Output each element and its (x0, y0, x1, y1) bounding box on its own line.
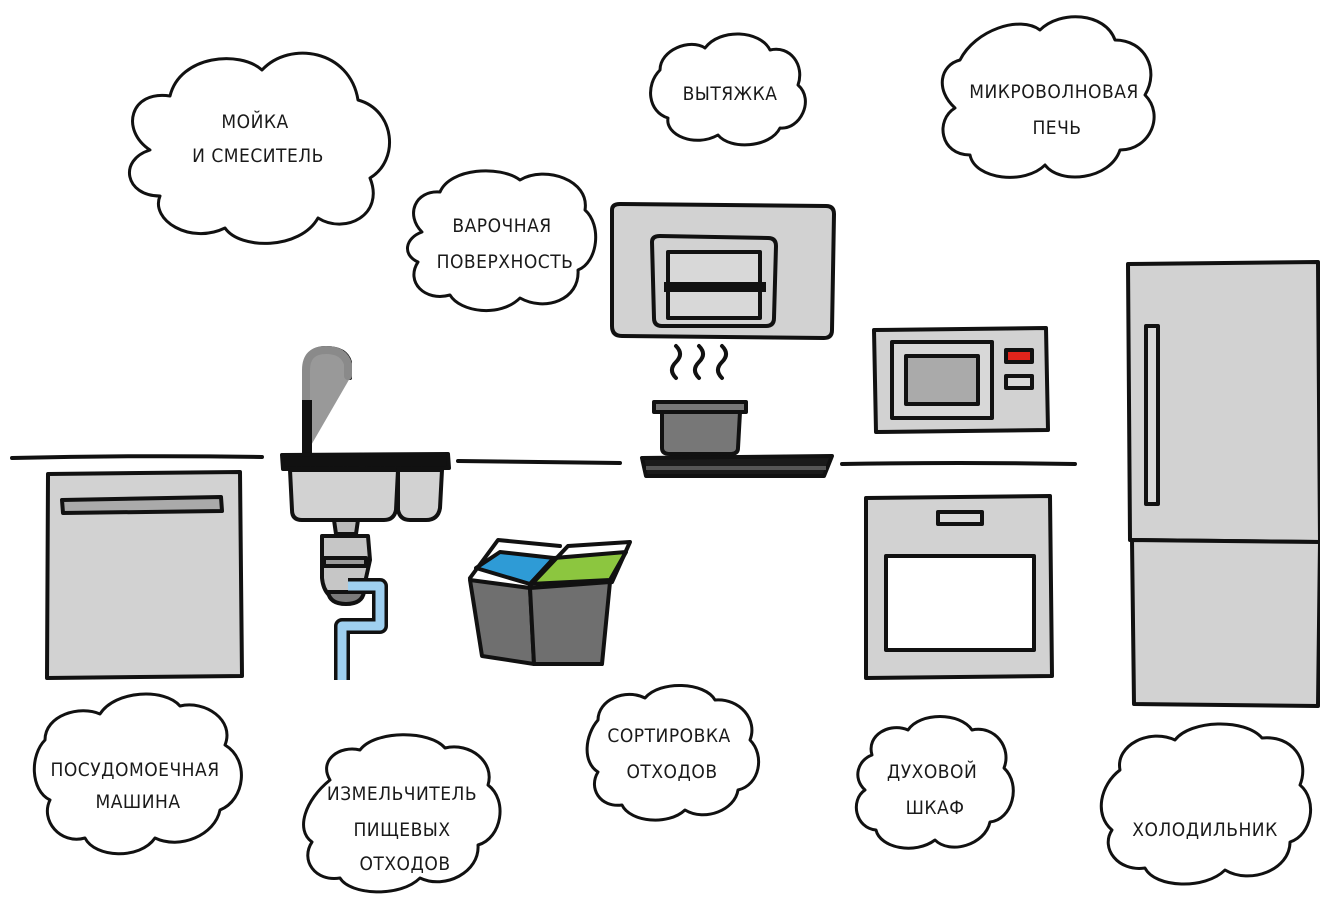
cloud-waste-sorting: СОРТИРОВКА ОТХОДОВ (587, 685, 759, 820)
cloud-hood: ВЫТЯЖКА (651, 34, 806, 145)
fridge-icon (1128, 262, 1320, 706)
cloud-dishwasher: ПОСУДОМОЕЧНАЯ МАШИНА (34, 694, 241, 854)
cloud-disposer: ИЗМЕЛЬЧИТЕЛЬ ПИЩЕВЫХ ОТХОДОВ (304, 735, 500, 892)
cloud-oven: ДУХОВОЙ ШКАФ (856, 717, 1013, 849)
countertop-line (12, 456, 1075, 464)
sorting-bins-icon (470, 540, 630, 664)
oven-icon (866, 496, 1052, 678)
label-fridge: ХОЛОДИЛЬНИК (1132, 819, 1277, 841)
range-hood-icon (612, 204, 834, 338)
food-disposer-icon (322, 520, 380, 680)
cooktop-pot-icon (642, 346, 832, 476)
cloud-sink: МОЙКА И СМЕСИТЕЛЬ (129, 53, 389, 243)
cloud-microwave: МИКРОВОЛНОВАЯ ПЕЧЬ (942, 17, 1154, 178)
microwave-icon (874, 328, 1048, 432)
label-hood: ВЫТЯЖКА (683, 83, 778, 105)
cloud-hob: ВАРОЧНАЯ ПОВЕРХНОСТЬ (407, 171, 595, 311)
cloud-fridge: ХОЛОДИЛЬНИК (1101, 724, 1310, 884)
dishwasher-icon (47, 472, 242, 678)
sink-faucet-icon (282, 348, 449, 520)
